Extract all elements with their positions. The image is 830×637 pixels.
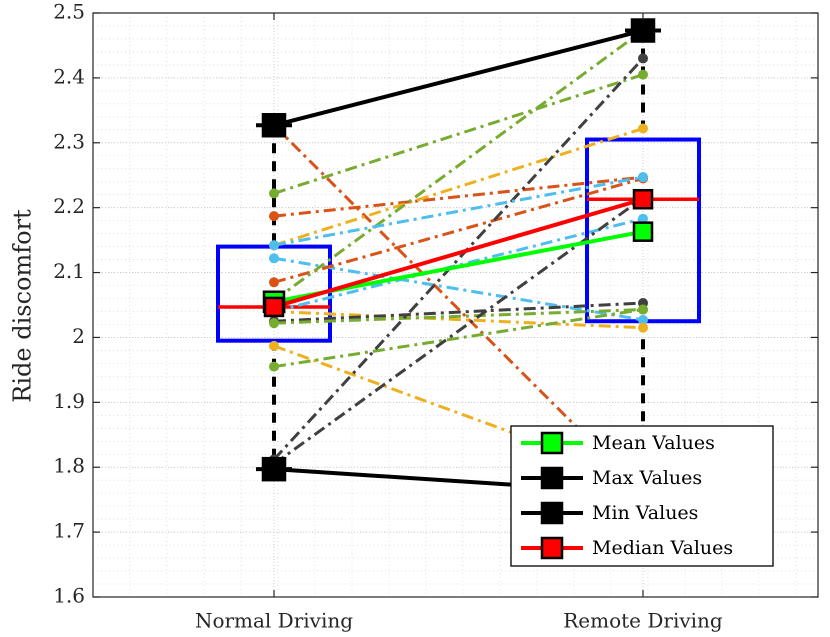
median-marker-remote — [632, 188, 654, 210]
participant-point-normal — [269, 361, 279, 372]
participant-point-normal — [269, 240, 279, 251]
max-values-line — [273, 28, 644, 128]
participant-point-remote — [638, 314, 648, 325]
participant-point-normal — [269, 340, 279, 351]
participant-point-normal — [269, 188, 279, 199]
legend-marker — [540, 466, 564, 490]
x-tick-label: Remote Driving — [563, 609, 723, 633]
legend-label: Mean Values — [592, 432, 715, 454]
participant-line — [273, 301, 644, 323]
participant-point-remote — [638, 69, 648, 80]
summary-lines-layer — [261, 18, 656, 496]
legend-label: Median Values — [592, 537, 733, 559]
participant-line — [273, 256, 644, 322]
participant-point-normal — [269, 211, 279, 222]
median-marker-normal — [263, 296, 285, 318]
participant-point-remote — [638, 123, 648, 134]
y-tick-label: 2.5 — [53, 0, 85, 24]
participant-line — [273, 127, 644, 247]
y-tick-label: 2.4 — [53, 64, 85, 88]
participant-point-remote — [638, 304, 648, 315]
participant-point-remote — [638, 53, 648, 64]
y-tick-label: 1.9 — [53, 389, 85, 413]
min-marker-normal — [261, 456, 287, 482]
y-tick-label: 2 — [72, 324, 85, 348]
participant-line — [273, 308, 644, 325]
participant-point-normal — [269, 253, 279, 264]
participant-point-normal — [269, 318, 279, 329]
participant-point-remote — [638, 172, 648, 183]
x-tick-label: Normal Driving — [195, 609, 353, 633]
median-values-line — [273, 197, 644, 309]
participant-line — [272, 57, 645, 461]
participant-point-remote — [638, 322, 648, 333]
participant-line — [273, 29, 644, 302]
legend-label: Min Values — [592, 502, 698, 524]
y-tick-label: 2.1 — [53, 259, 85, 283]
legend-label: Max Values — [592, 467, 702, 489]
plot-frame — [92, 12, 819, 598]
participant-line — [273, 217, 644, 313]
legend-marker — [540, 431, 564, 455]
y-axis-label: Ride discomfort — [9, 209, 37, 403]
participant-line — [273, 309, 644, 330]
legend-marker — [540, 501, 564, 525]
participant-line — [273, 308, 644, 369]
box-layer — [216, 28, 701, 496]
legend-marker — [540, 536, 564, 560]
y-tick-label: 1.7 — [53, 519, 85, 543]
y-tick-label: 1.8 — [53, 454, 85, 478]
participant-point-remote — [638, 213, 648, 224]
y-tick-label: 2.3 — [53, 129, 85, 153]
y-tick-label: 2.2 — [53, 194, 85, 218]
participant-line — [273, 73, 644, 195]
max-marker-normal — [261, 113, 287, 138]
participant-point-normal — [269, 277, 279, 288]
max-marker-remote — [630, 18, 656, 43]
mean-marker-remote — [632, 221, 654, 242]
participant-line — [273, 177, 644, 284]
y-tick-label: 1.6 — [53, 584, 85, 608]
participant-line — [273, 175, 644, 218]
